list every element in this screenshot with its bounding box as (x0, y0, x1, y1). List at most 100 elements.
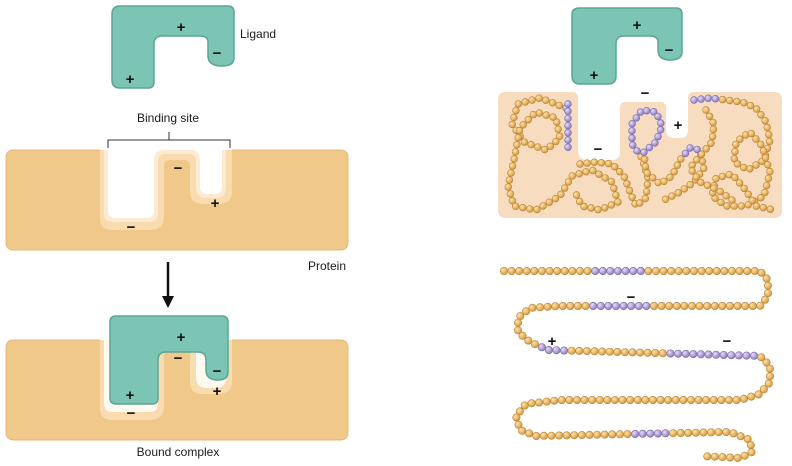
yellow-bead (543, 302, 552, 311)
yellow-bead (536, 303, 545, 312)
ligand-free: + − + Ligand (111, 5, 276, 89)
purple-bead (719, 350, 728, 359)
yellow-bead (746, 165, 754, 173)
yellow-bead (615, 168, 624, 176)
purple-bead (564, 100, 572, 108)
yellow-bead (709, 125, 718, 134)
purple-bead (704, 94, 712, 102)
yellow-bead (583, 266, 592, 275)
yellow-bead (522, 307, 531, 316)
yellow-bead (746, 101, 755, 110)
yellow-bead (568, 172, 576, 180)
purple-bead (686, 144, 694, 152)
purple-bead (711, 94, 720, 103)
yellow-bead (643, 348, 652, 357)
bound-protein-plus-sign: + (213, 383, 222, 400)
purple-bead (606, 266, 615, 275)
bound-ligand-plus-sign: + (177, 329, 186, 346)
yellow-bead (660, 177, 668, 186)
yellow-bead (686, 395, 695, 404)
yellow-bead (762, 274, 771, 283)
yellow-bead (722, 428, 731, 437)
purple-bead (629, 141, 637, 149)
yellow-bead (524, 115, 532, 124)
yellow-bead (735, 179, 744, 187)
yellow-bead (553, 118, 561, 126)
unfolded-chain: − + − (499, 266, 774, 462)
yellow-bead (717, 198, 725, 207)
yellow-bead (575, 346, 584, 355)
yellow-bead (550, 396, 559, 405)
yellow-bead (535, 109, 544, 117)
yellow-bead (582, 347, 591, 356)
yellow-bead (587, 204, 595, 212)
yellow-bead (746, 441, 755, 450)
yellow-bead (612, 191, 620, 199)
yellow-bead (731, 173, 739, 182)
yellow-bead (588, 395, 597, 404)
yellow-bead (754, 390, 763, 399)
yellow-bead (595, 395, 604, 404)
purple-bead (651, 139, 659, 147)
purple-bead (564, 136, 572, 144)
chain-plus-sign: + (548, 333, 557, 350)
purple-bead (631, 429, 640, 438)
yellow-bead (739, 163, 748, 172)
purple-bead (628, 120, 636, 128)
purple-bead (621, 266, 630, 275)
yellow-bead (555, 101, 563, 110)
yellow-bead (695, 301, 704, 310)
yellow-bead (669, 429, 678, 438)
yellow-bead (657, 301, 666, 310)
yellow-bead (526, 205, 534, 213)
yellow-bead (752, 105, 761, 113)
yellow-bead (765, 372, 774, 381)
yellow-bead (583, 159, 591, 167)
yellow-bead (513, 141, 521, 149)
purple-bead (742, 351, 751, 360)
yellow-bead (633, 395, 642, 404)
ligand-right-shape (571, 7, 683, 85)
yellow-bead (684, 428, 693, 437)
yellow-bead (518, 426, 527, 435)
yellow-bead (702, 106, 710, 114)
yellow-bead (730, 155, 738, 163)
yellow-bead (674, 266, 683, 275)
yellow-bead (712, 174, 720, 183)
purple-bead (654, 112, 662, 121)
yellow-bead (558, 301, 567, 310)
purple-bead (632, 114, 640, 122)
yellow-bead (748, 196, 756, 205)
yellow-bead (718, 301, 727, 310)
yellow-bead (519, 203, 527, 212)
yellow-bead (761, 154, 770, 162)
yellow-bead (747, 129, 755, 138)
yellow-bead (552, 137, 560, 146)
yellow-bead (585, 430, 594, 439)
purple-bead (642, 106, 651, 115)
yellow-bead (708, 132, 717, 141)
yellow-bead (759, 147, 768, 155)
protein-minus-sign: − (127, 219, 136, 236)
yellow-bead (689, 266, 698, 275)
purple-bead (642, 301, 651, 310)
yellow-bead (740, 451, 749, 460)
yellow-bead (725, 96, 734, 105)
yellow-bead (636, 199, 644, 207)
yellow-bead (674, 189, 682, 197)
bound-protein-minus-sign: − (127, 405, 136, 422)
yellow-bead (710, 184, 718, 192)
yellow-bead (636, 348, 645, 357)
yellow-bead (722, 192, 730, 200)
yellow-bead (515, 266, 524, 275)
yellow-bead (756, 140, 765, 149)
yellow-bead (537, 266, 546, 275)
yellow-bead (535, 398, 544, 407)
purple-bead (564, 129, 572, 137)
yellow-bead (737, 202, 746, 210)
yellow-bead (726, 453, 735, 462)
purple-bead (604, 301, 613, 310)
yellow-bead (530, 340, 539, 349)
yellow-bead (608, 430, 617, 439)
